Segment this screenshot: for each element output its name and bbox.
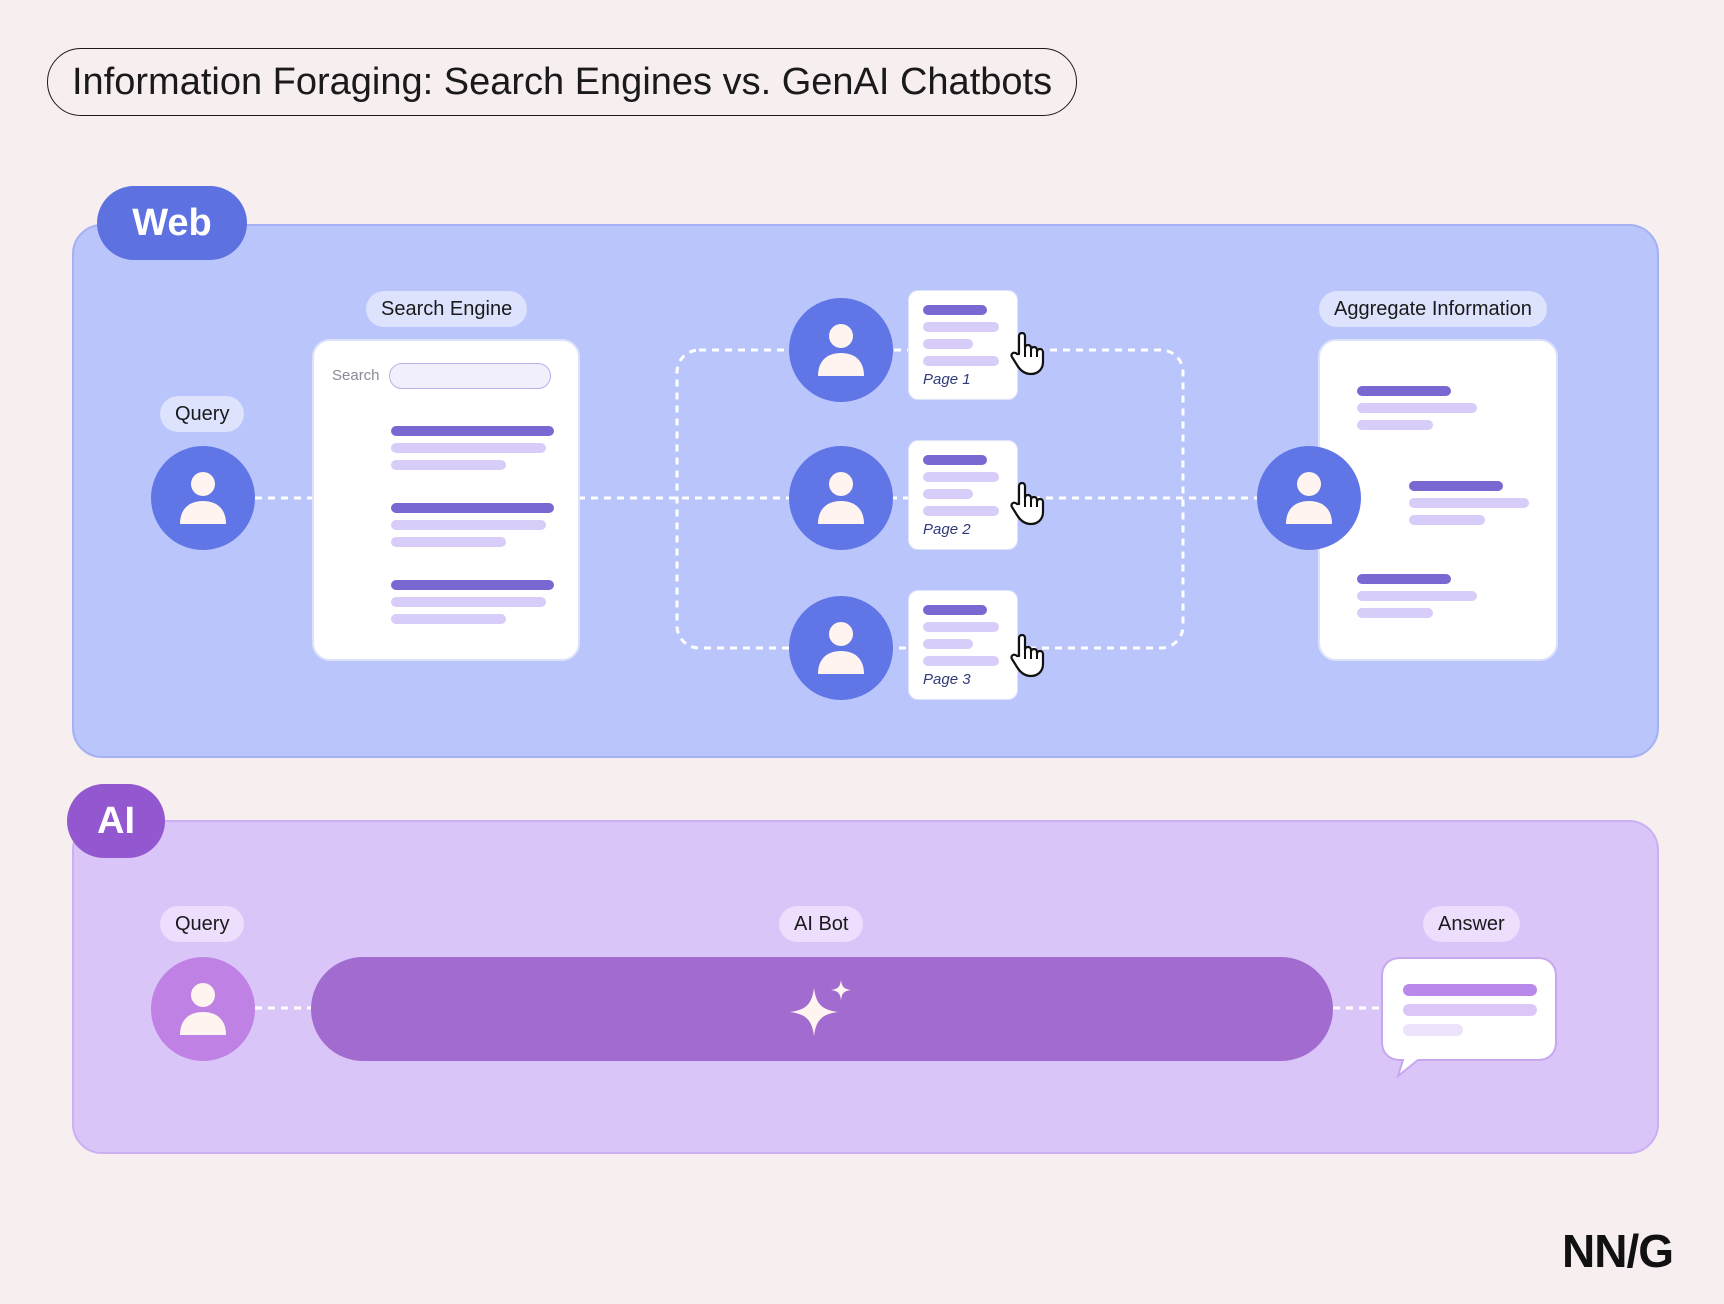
hand-pointer-icon (1010, 633, 1045, 678)
page-visitor-avatar (789, 596, 893, 700)
user-icon (818, 324, 864, 376)
aggregate-information-card (1318, 339, 1558, 661)
aggregator-user-avatar (1257, 446, 1361, 550)
web-section-tab: Web (97, 186, 247, 260)
page-visitor-avatar (789, 446, 893, 550)
web-query-user-avatar (151, 446, 255, 550)
page-label: Page 2 (923, 521, 971, 538)
web-query-label: Query (160, 396, 245, 432)
ai-section-tab: AI (67, 784, 165, 858)
aggregate-information-label: Aggregate Information (1319, 291, 1547, 327)
user-icon (818, 622, 864, 674)
answer-label: Answer (1423, 906, 1520, 942)
answer-speech-bubble (1381, 957, 1557, 1078)
hand-pointer-icon (1010, 331, 1045, 376)
ai-bot-label: AI Bot (779, 906, 864, 942)
user-icon (180, 983, 226, 1035)
page-card: Page 3 (908, 590, 1018, 700)
search-field-label: Search (332, 367, 380, 384)
page-label: Page 1 (923, 371, 971, 388)
search-engine-card: Search (312, 339, 580, 661)
page-card: Page 2 (908, 440, 1018, 550)
ai-query-label: Query (160, 906, 245, 942)
page-visitor-avatar (789, 298, 893, 402)
nng-logo: NN/G (1562, 1225, 1674, 1277)
page-label: Page 3 (923, 671, 971, 688)
page-title: Information Foraging: Search Engines vs.… (47, 48, 1078, 116)
search-input (389, 363, 551, 389)
sparkle-icon (790, 980, 851, 1036)
hand-pointer-icon (1010, 481, 1045, 526)
ai-query-user-avatar (151, 957, 255, 1061)
user-icon (180, 472, 226, 524)
user-icon (818, 472, 864, 524)
user-icon (1286, 472, 1332, 524)
search-engine-label: Search Engine (366, 291, 528, 327)
page-card: Page 1 (908, 290, 1018, 400)
